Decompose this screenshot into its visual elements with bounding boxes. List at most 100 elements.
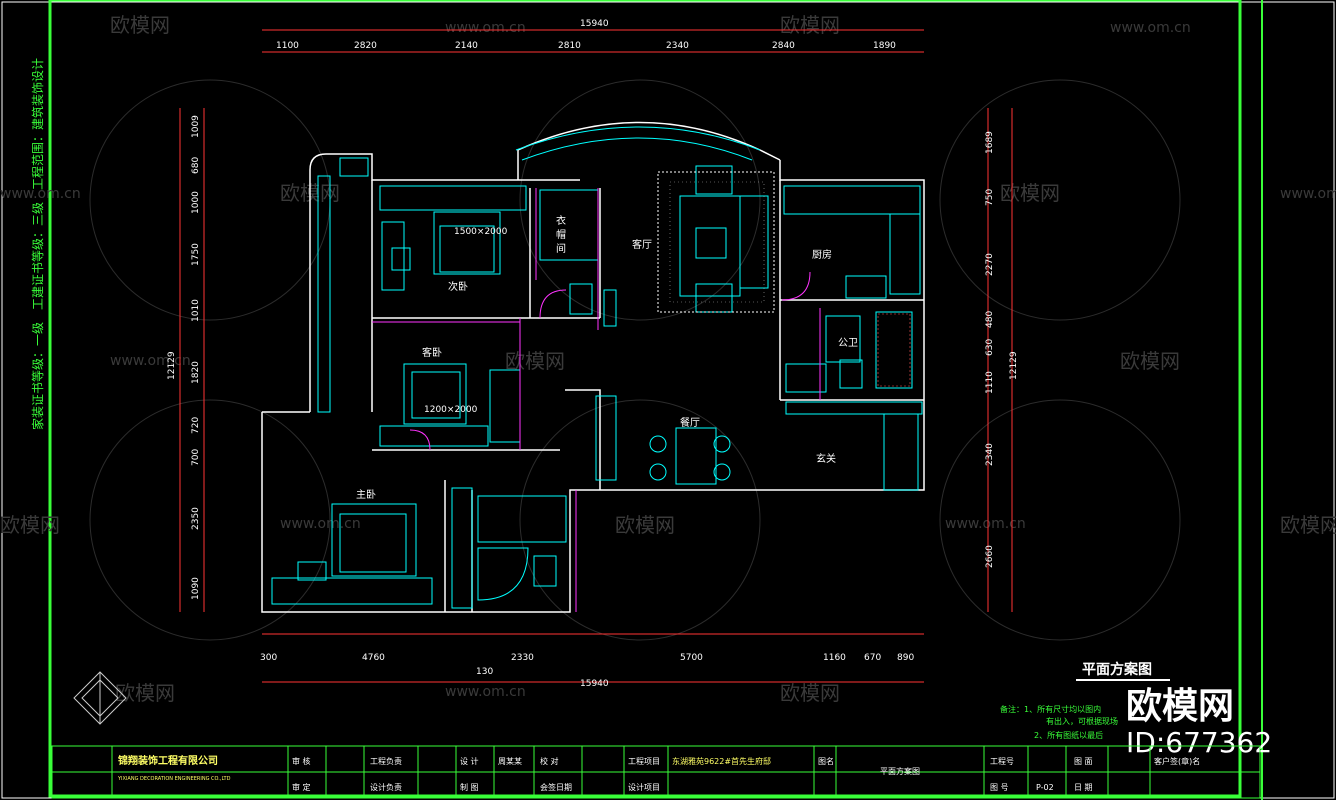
company-name-en: YIXIANG DECORATION ENGINEERING CO.,LTD bbox=[117, 776, 231, 782]
room-dining: 餐厅 bbox=[680, 416, 700, 429]
watermark-url: www.om.cn bbox=[445, 684, 526, 700]
dim-top-labels: 1100 2820 2140 2810 2340 2840 1890 bbox=[276, 41, 896, 51]
room-kitchen: 厨房 bbox=[812, 248, 832, 261]
svg-text:工程号: 工程号 bbox=[990, 757, 1014, 766]
svg-text:1009: 1009 bbox=[191, 115, 201, 138]
room-guest-bedroom: 客卧 bbox=[422, 346, 442, 359]
brand-id: ID:677362 bbox=[1126, 726, 1272, 759]
watermark-url: www.om.cn bbox=[110, 353, 191, 369]
svg-text:700: 700 bbox=[191, 449, 201, 466]
svg-text:680: 680 bbox=[191, 157, 201, 174]
svg-text:890: 890 bbox=[897, 653, 914, 663]
svg-text:2810: 2810 bbox=[558, 41, 581, 51]
svg-text:2140: 2140 bbox=[455, 41, 478, 51]
svg-text:1000: 1000 bbox=[191, 191, 201, 214]
svg-text:480: 480 bbox=[985, 311, 995, 328]
watermark-url: www.om.cn bbox=[280, 516, 361, 532]
svg-text:审 定: 审 定 bbox=[292, 782, 311, 792]
svg-text:设计项目: 设计项目 bbox=[628, 782, 660, 792]
title-block bbox=[51, 745, 1261, 799]
svg-text:1110: 1110 bbox=[985, 371, 995, 394]
dim-top-total: 15940 bbox=[580, 19, 609, 29]
bath-tile-pattern bbox=[877, 313, 911, 387]
watermark-layer bbox=[89, 79, 1181, 641]
svg-text:图 号: 图 号 bbox=[990, 783, 1009, 792]
svg-text:2840: 2840 bbox=[772, 41, 795, 51]
svg-text:1890: 1890 bbox=[873, 41, 896, 51]
doors-layer bbox=[372, 188, 821, 612]
svg-text:2340: 2340 bbox=[985, 443, 995, 466]
company-name: 锦翔装饰工程有限公司 bbox=[118, 754, 218, 767]
bed-size-guest: 1200×2000 bbox=[424, 405, 478, 415]
svg-text:1100: 1100 bbox=[276, 41, 299, 51]
watermark-url: www.om.cn bbox=[945, 516, 1026, 532]
drawing-frame-green bbox=[48, 0, 1242, 798]
bed-size-second: 1500×2000 bbox=[454, 227, 508, 237]
svg-text:2350: 2350 bbox=[191, 507, 201, 530]
watermark-brand: 欧模网 bbox=[1000, 181, 1060, 205]
watermark-url: www.om.cn bbox=[1280, 186, 1336, 202]
watermark-brand: 欧模网 bbox=[115, 681, 175, 705]
dim-left-labels: 1009 680 1000 1750 1010 1820 720 700 235… bbox=[167, 115, 201, 600]
svg-text:15940: 15940 bbox=[580, 679, 609, 689]
svg-text:客户签(章)名: 客户签(章)名 bbox=[1154, 756, 1200, 766]
room-cloakroom: 帽 bbox=[556, 228, 566, 241]
svg-text:图 面: 图 面 bbox=[1074, 757, 1093, 766]
room-master-bedroom: 主卧 bbox=[356, 488, 376, 501]
room-living: 客厅 bbox=[632, 238, 652, 251]
dimension-lines bbox=[179, 29, 1013, 683]
svg-text:审 核: 审 核 bbox=[292, 756, 311, 766]
watermark-url: www.om.cn bbox=[445, 20, 526, 36]
watermark-brand: 欧模网 bbox=[780, 681, 840, 705]
svg-text:720: 720 bbox=[191, 417, 201, 434]
svg-text:校 对: 校 对 bbox=[540, 756, 559, 766]
svg-text:会签日期: 会签日期 bbox=[540, 782, 572, 792]
svg-text:P-02: P-02 bbox=[1036, 783, 1054, 792]
svg-text:630: 630 bbox=[985, 339, 995, 356]
svg-text:设 计: 设 计 bbox=[460, 756, 479, 766]
svg-text:1750: 1750 bbox=[191, 243, 201, 266]
qualification-side-text: 家装证书等级：一级 工建证书等级：三级 工程范围：建筑装饰设计 bbox=[30, 58, 45, 430]
svg-text:12129: 12129 bbox=[1009, 351, 1019, 380]
watermark-url: www.om.cn bbox=[1110, 20, 1191, 36]
compass-logo bbox=[73, 671, 127, 725]
watermark-brand: 欧模网 bbox=[780, 13, 840, 37]
svg-text:12129: 12129 bbox=[167, 351, 177, 380]
room-cloakroom: 衣 bbox=[556, 214, 566, 227]
svg-text:图名: 图名 bbox=[818, 756, 834, 766]
watermark-brand: 欧模网 bbox=[0, 513, 60, 537]
svg-text:4760: 4760 bbox=[362, 653, 385, 663]
room-entrance: 玄关 bbox=[816, 452, 836, 465]
svg-text:2660: 2660 bbox=[985, 545, 995, 568]
svg-text:1160: 1160 bbox=[823, 653, 846, 663]
room-public-bath: 公卫 bbox=[838, 338, 858, 349]
svg-text:1820: 1820 bbox=[191, 361, 201, 384]
svg-text:东湖雅苑9622#首先生府邸: 东湖雅苑9622#首先生府邸 bbox=[672, 756, 771, 766]
brand-logo: 欧模网 bbox=[1126, 686, 1234, 727]
watermark-url: www.om.cn bbox=[0, 186, 81, 202]
svg-text:2270: 2270 bbox=[985, 253, 995, 276]
svg-text:1090: 1090 bbox=[191, 577, 201, 600]
note-line-2: 2、所有图纸以最后 bbox=[1034, 730, 1103, 740]
svg-text:制 图: 制 图 bbox=[460, 782, 479, 792]
dim-right-labels: 1689 750 2270 480 630 1110 2340 2660 121… bbox=[985, 131, 1019, 568]
floor-plan-walls bbox=[261, 121, 925, 613]
svg-text:2820: 2820 bbox=[354, 41, 377, 51]
svg-text:设计负责: 设计负责 bbox=[370, 782, 402, 792]
svg-text:周某某: 周某某 bbox=[498, 757, 522, 766]
svg-text:5700: 5700 bbox=[680, 653, 703, 663]
watermark-brand: 欧模网 bbox=[110, 13, 170, 37]
svg-text:1689: 1689 bbox=[985, 131, 995, 154]
title-block-text: 锦翔装饰工程有限公司 YIXIANG DECORATION ENGINEERIN… bbox=[117, 754, 1200, 792]
note-line-1: 备注：1、所有尺寸均以图内 bbox=[1000, 704, 1101, 714]
furniture-layer bbox=[271, 126, 923, 609]
dim-bottom-labels: 300 4760 2330 5700 1160 670 890 130 1594… bbox=[260, 653, 914, 689]
watermark-brand: 欧模网 bbox=[1120, 349, 1180, 373]
svg-text:平面方案图: 平面方案图 bbox=[880, 766, 920, 776]
sheet-title: 平面方案图 bbox=[1082, 661, 1152, 678]
svg-text:300: 300 bbox=[260, 653, 277, 663]
svg-text:工程项目: 工程项目 bbox=[628, 757, 660, 766]
note-line-1b: 有出入，可根据现场 bbox=[1046, 716, 1118, 726]
svg-text:670: 670 bbox=[864, 653, 881, 663]
svg-text:1010: 1010 bbox=[191, 299, 201, 322]
